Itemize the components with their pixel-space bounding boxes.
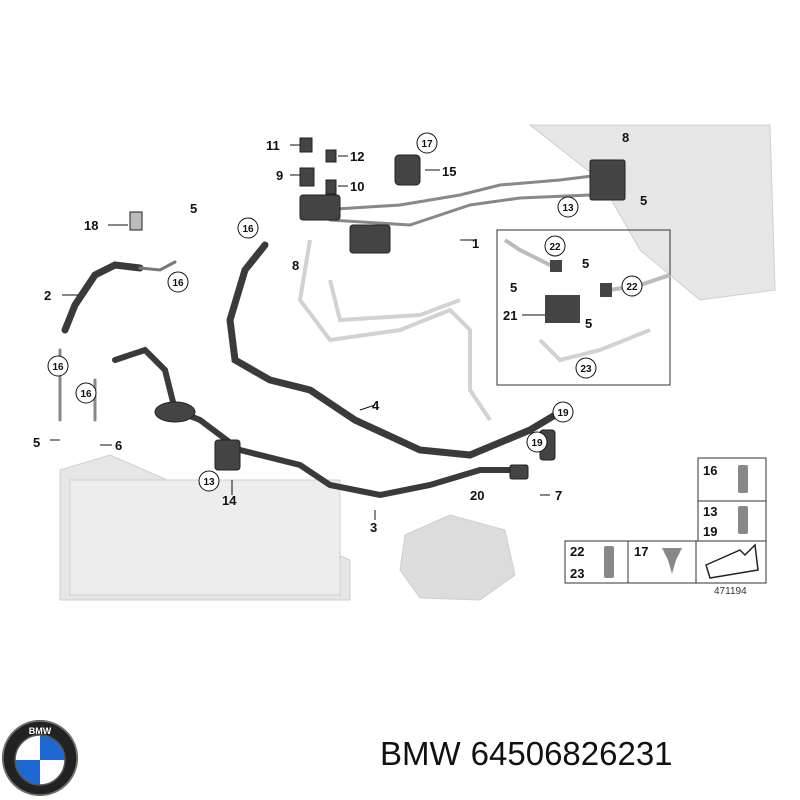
callout-1: 1 — [472, 236, 479, 251]
callout-22a: 22 — [549, 242, 561, 253]
callout-5d: 5 — [510, 280, 517, 295]
callout-6: 6 — [115, 438, 122, 453]
pipe-2 — [138, 260, 177, 272]
leader-lines — [50, 144, 550, 520]
legend-19: 19 — [703, 524, 717, 539]
callout-15: 15 — [442, 164, 456, 179]
callout-8b: 8 — [292, 258, 299, 273]
callout-17: 17 — [421, 139, 433, 150]
callout-18: 18 — [84, 218, 98, 233]
callout-5b: 5 — [33, 435, 40, 450]
callout-22b: 22 — [626, 282, 638, 293]
inset-components — [503, 238, 671, 323]
callout-9: 9 — [276, 168, 283, 183]
switch-18 — [129, 211, 143, 231]
bracket-14 — [214, 439, 241, 471]
callout-4: 4 — [372, 398, 380, 413]
callout-23: 23 — [580, 364, 592, 375]
sensor-10 — [325, 179, 337, 195]
ghost-pipes — [297, 239, 651, 422]
bmw-logo-icon: BMW — [2, 720, 78, 796]
brand-name: BMW — [380, 735, 461, 772]
callout-3: 3 — [370, 520, 377, 535]
ghost-parts — [59, 124, 776, 601]
hose-3 — [112, 346, 523, 499]
hose-4 — [226, 241, 559, 459]
plain-callouts: 1 2 3 4 5 5 5 5 5 6 7 8 8 9 10 11 12 14 … — [33, 130, 647, 535]
callout-5a: 5 — [190, 201, 197, 216]
legend-bolts — [604, 465, 759, 579]
callout-5c: 5 — [640, 193, 647, 208]
callout-12: 12 — [350, 149, 364, 164]
callout-2: 2 — [44, 288, 51, 303]
legend-16: 16 — [703, 463, 717, 478]
callout-16b: 16 — [52, 362, 64, 373]
bracket-17 — [394, 154, 421, 186]
callout-21: 21 — [503, 308, 517, 323]
callout-16d: 16 — [242, 224, 254, 235]
valve-block — [299, 194, 341, 221]
callout-7: 7 — [555, 488, 562, 503]
legend-17: 17 — [634, 544, 648, 559]
callout-5f: 5 — [585, 316, 592, 331]
hose-2 — [61, 261, 144, 334]
callout-13a: 13 — [562, 203, 574, 214]
sensor-12 — [325, 149, 337, 163]
callout-20: 20 — [470, 488, 484, 503]
circled-callouts — [47, 132, 643, 492]
pressure-sensor-11 — [299, 137, 313, 153]
pipe-1 — [318, 173, 602, 212]
callout-16a: 16 — [172, 278, 184, 289]
inset-frame — [496, 229, 671, 386]
block-8 — [589, 159, 626, 201]
hoses — [58, 173, 602, 499]
sensor-21 — [349, 224, 391, 254]
callout-8a: 8 — [622, 130, 629, 145]
sensor-9 — [299, 167, 315, 187]
circled-callout-labels: 13 13 16 16 16 16 17 19 19 22 22 23 — [52, 139, 638, 488]
reference-number: 471194 — [714, 586, 747, 597]
dryer — [154, 401, 196, 423]
part-number: 64506826231 — [470, 735, 673, 772]
callout-19a: 19 — [557, 408, 569, 419]
callout-10: 10 — [350, 179, 364, 194]
callout-5e: 5 — [582, 256, 589, 271]
pipe-1b — [328, 193, 592, 227]
legend-13: 13 — [703, 504, 717, 519]
legend-22: 22 — [570, 544, 584, 559]
callout-19b: 19 — [531, 438, 543, 449]
callout-16c: 16 — [80, 389, 92, 400]
callout-11: 11 — [266, 138, 280, 153]
callout-14: 14 — [222, 493, 237, 508]
fitting-20 — [509, 464, 529, 480]
callout-13b: 13 — [203, 477, 215, 488]
fastener-legend — [564, 457, 767, 584]
legend-23: 23 — [570, 566, 584, 581]
svg-text:BMW: BMW — [29, 726, 52, 736]
